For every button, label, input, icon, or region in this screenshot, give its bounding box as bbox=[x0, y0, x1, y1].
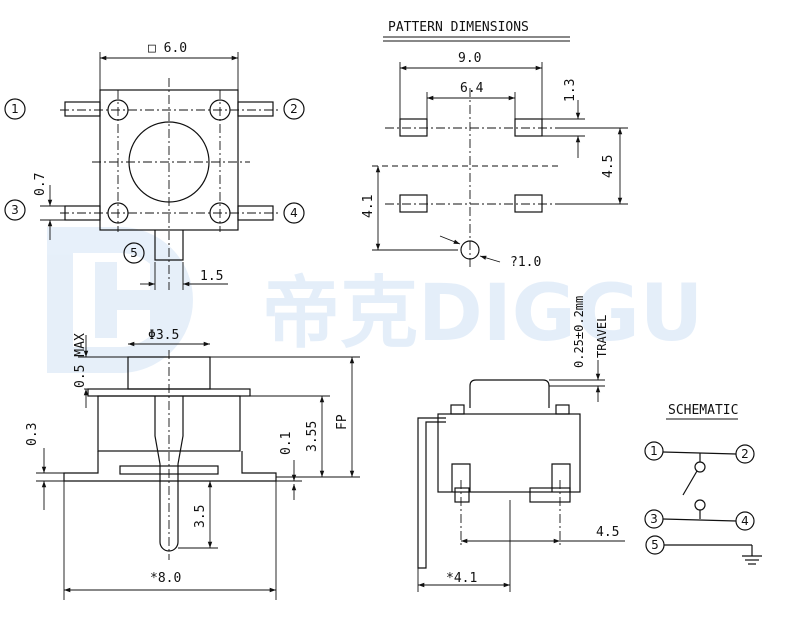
schematic-pin-1: 1 bbox=[644, 441, 664, 461]
pin-label-5: 5 bbox=[123, 242, 145, 264]
schematic: SCHEMATIC 1 2 3 4 bbox=[644, 403, 762, 565]
pin-label-1: 1 bbox=[4, 98, 26, 120]
schematic-pin-5: 5 bbox=[645, 535, 665, 555]
top-width-dim: □ 6.0 bbox=[148, 41, 187, 56]
pattern-dim-13: 1.3 bbox=[563, 79, 578, 102]
pattern-view: PATTERN DIMENSIONS ?1.0 9.0 6.4 bbox=[361, 20, 628, 270]
pattern-dim-41: 4.1 bbox=[361, 195, 376, 218]
side-plunger bbox=[469, 379, 550, 408]
pattern-pads bbox=[399, 118, 543, 213]
front-dim-80: *8.0 bbox=[150, 571, 181, 586]
pin-label-3: 3 bbox=[4, 199, 26, 221]
svg-text:5: 5 bbox=[130, 246, 138, 260]
svg-text:4: 4 bbox=[290, 206, 298, 220]
pin-label-4: 4 bbox=[283, 202, 305, 224]
side-view: 0.25±0.2mm TRAVEL 4.5 *4.1 bbox=[417, 296, 625, 592]
pattern-dim-45: 4.5 bbox=[601, 155, 616, 178]
watermark-text: 帝克DIGGU bbox=[262, 269, 703, 359]
pin-width-dim: 0.7 bbox=[33, 173, 48, 196]
front-dim-355: 3.55 bbox=[305, 421, 320, 452]
side-dim-41: *4.1 bbox=[446, 571, 477, 586]
front-dim-fp: FP bbox=[335, 414, 350, 430]
schematic-pin-4: 4 bbox=[735, 511, 755, 531]
schematic-title: SCHEMATIC bbox=[668, 403, 738, 418]
front-view: Φ3.5 0.5 MAX 0.3 0.1 3.55 FP 3.5 bbox=[25, 328, 360, 600]
svg-text:3: 3 bbox=[650, 512, 658, 526]
side-lead bbox=[417, 417, 446, 569]
pattern-title: PATTERN DIMENSIONS bbox=[388, 20, 529, 35]
svg-text:2: 2 bbox=[741, 447, 749, 461]
svg-text:4: 4 bbox=[741, 514, 749, 528]
front-phi-dim: Φ3.5 bbox=[148, 328, 179, 343]
schematic-pin-3: 3 bbox=[644, 509, 664, 529]
front-dim-01: 0.1 bbox=[279, 432, 294, 455]
pattern-hole-dim: ?1.0 bbox=[510, 255, 541, 270]
pattern-hole bbox=[460, 240, 480, 260]
travel-value: 0.25±0.2mm bbox=[572, 296, 586, 368]
pattern-dim-9: 9.0 bbox=[458, 51, 481, 66]
pattern-dim-64: 6.4 bbox=[460, 81, 484, 96]
side-body bbox=[437, 413, 581, 493]
top-view: □ 6.0 0.7 1.5 1 2 3 4 5 bbox=[4, 41, 305, 290]
schematic-pin-2: 2 bbox=[735, 444, 755, 464]
side-dim-45: 4.5 bbox=[596, 525, 619, 540]
front-max-dim: 0.5 MAX bbox=[73, 333, 88, 388]
svg-text:3: 3 bbox=[11, 203, 19, 217]
front-dim-03: 0.3 bbox=[25, 423, 40, 446]
svg-text:5: 5 bbox=[651, 538, 659, 552]
svg-text:1: 1 bbox=[11, 102, 19, 116]
front-dim-35: 3.5 bbox=[193, 505, 208, 528]
pin-label-2: 2 bbox=[283, 98, 305, 120]
tab-width-dim: 1.5 bbox=[200, 269, 223, 284]
svg-text:1: 1 bbox=[650, 444, 658, 458]
svg-text:2: 2 bbox=[290, 102, 298, 116]
travel-label: TRAVEL bbox=[595, 315, 609, 358]
